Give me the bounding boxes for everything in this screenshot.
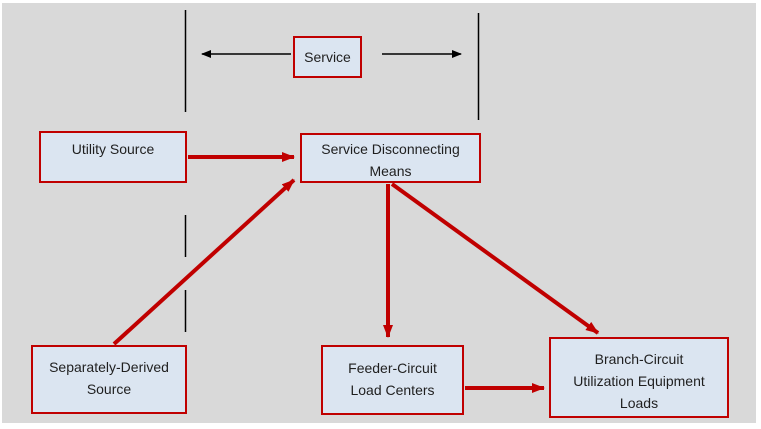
node-utility-source: Utility Source: [39, 131, 187, 183]
node-service-disconnecting-means: Service Disconnecting Means: [300, 133, 481, 183]
node-service: Service: [293, 36, 362, 78]
node-separately-derived-source: Separately-Derived Source: [31, 345, 187, 414]
node-branch-circuit-utilization-equipment-loads: Branch-Circuit Utilization Equipment Loa…: [549, 337, 729, 418]
node-service-label: Service: [304, 49, 351, 65]
node-feeder-circuit-load-centers: Feeder-Circuit Load Centers: [321, 345, 464, 415]
